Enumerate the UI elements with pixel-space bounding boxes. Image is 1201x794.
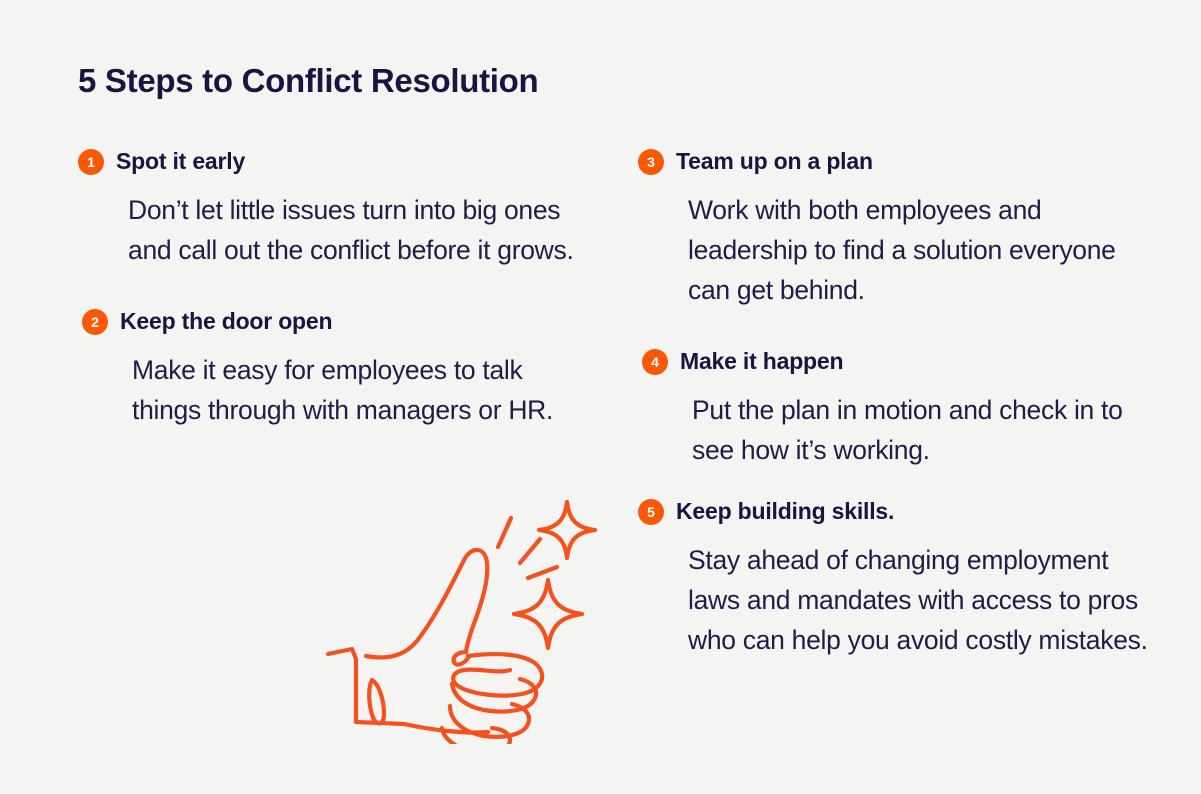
middle-knuckle-path [449,676,539,714]
step-number-badge-4: 4 [642,348,668,375]
step-number-badge-1: 1 [78,148,104,175]
thumbs-up-icon [312,492,604,755]
cuff-path [325,646,407,727]
step-1-title: Spot it early [116,148,246,174]
steps-column-right: 3 Team up on a plan Work with both emplo… [638,148,1158,660]
thumb-path [461,547,490,655]
step-2-title: Keep the door open [120,308,333,334]
thumbs-up-illustration-svg [325,499,598,755]
ring-knuckle-path [447,701,532,739]
step-5-title: Keep building skills. [676,498,895,524]
step-3-header: 3 Team up on a plan [638,148,1158,175]
index-knuckle-path [451,651,545,698]
step-number-badge-2: 2 [82,308,108,335]
palm-edge-path [363,557,467,660]
step-number-badge-3: 3 [638,148,664,175]
step-2-body: Make it easy for employees to talk thing… [132,355,554,425]
step-3-body: Work with both employees and leadership … [688,195,1116,305]
step-5-header: 5 Keep building skills. [638,498,1158,525]
fist-bottom-path [401,721,491,735]
step-2-header: 2 Keep the door open [82,308,598,335]
sparkle-lower-icon [511,577,585,651]
step-number-badge-5: 5 [638,498,664,525]
sparkle-upper-icon [536,499,598,561]
step-item-4: 4 Make it happen Put the plan in motion … [638,348,1158,470]
steps-column-left: 1 Spot it early Don’t let little issues … [78,148,598,430]
step-item-1: 1 Spot it early Don’t let little issues … [78,148,598,270]
step-4-body: Put the plan in motion and check in to s… [692,395,1123,465]
pinky-tuck-path [367,677,387,726]
step-3-title: Team up on a plan [676,148,873,174]
page-title: 5 Steps to Conflict Resolution [78,62,539,99]
step-4-title: Make it happen [680,348,844,374]
step-5-body: Stay ahead of changing employment laws a… [688,545,1148,655]
step-4-header: 4 Make it happen [642,348,1158,375]
motion-dash-1 [495,515,514,550]
step-item-3: 3 Team up on a plan Work with both emplo… [638,148,1158,310]
thumb-tip-curl-path [451,649,471,667]
motion-dash-2 [517,536,543,566]
little-knuckle-path [439,725,513,755]
step-item-5: 5 Keep building skills. Stay ahead of ch… [638,498,1158,660]
step-item-2: 2 Keep the door open Make it easy for em… [78,308,598,430]
motion-dash-3 [525,564,560,581]
step-1-body: Don’t let little issues turn into big on… [128,195,574,265]
step-1-header: 1 Spot it early [78,148,598,175]
